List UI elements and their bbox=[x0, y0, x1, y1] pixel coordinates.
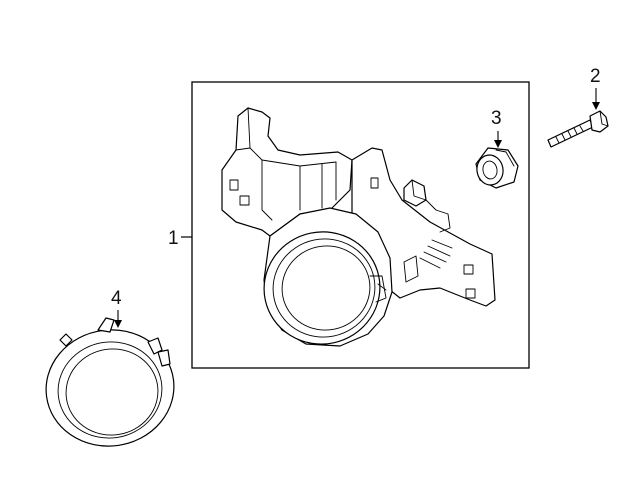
callout-4-label[interactable]: 4 bbox=[111, 288, 122, 309]
callout-1-label[interactable]: 1 bbox=[168, 228, 179, 249]
callout-3-leader bbox=[494, 131, 502, 148]
bolt-icon[interactable] bbox=[547, 110, 609, 148]
callout-2-leader bbox=[592, 88, 600, 110]
fog-lamp-assembly-icon[interactable] bbox=[221, 107, 496, 355]
bushing-icon[interactable] bbox=[475, 147, 519, 189]
callout-2-label[interactable]: 2 bbox=[590, 66, 601, 87]
callout-3-label[interactable]: 3 bbox=[491, 108, 502, 129]
assembly-frame bbox=[191, 81, 530, 369]
bezel-ring-icon[interactable] bbox=[39, 317, 182, 454]
callout-4-leader bbox=[114, 310, 122, 328]
